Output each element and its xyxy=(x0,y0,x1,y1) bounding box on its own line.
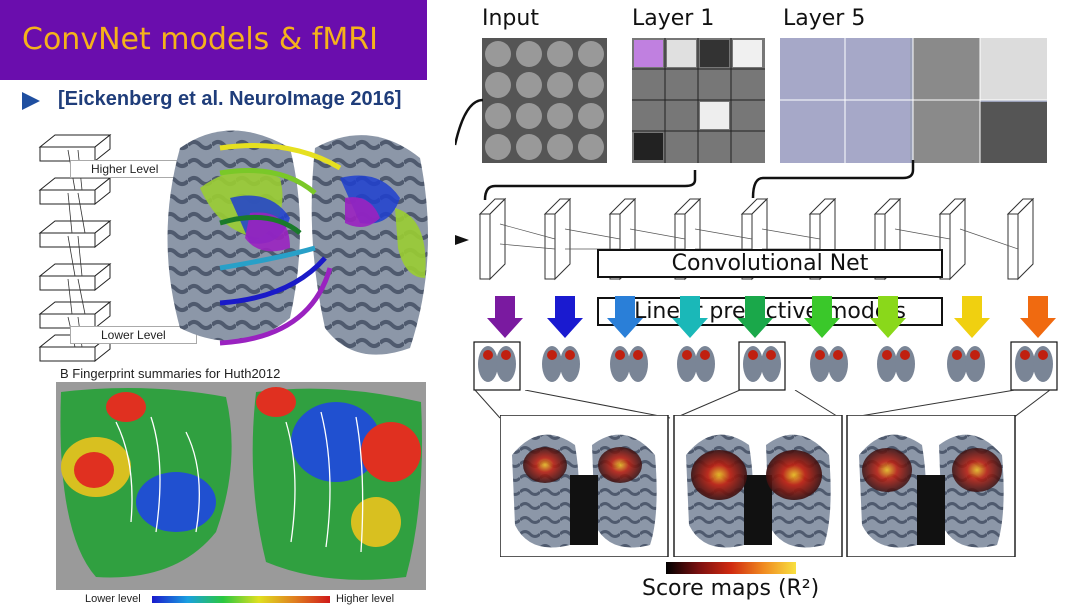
layer-arrow-icon xyxy=(1020,296,1056,338)
citation-text: [Eickenberg et al. NeuroImage 2016] xyxy=(58,88,402,110)
layer-arrow-icon xyxy=(547,296,583,338)
connector-lines xyxy=(455,98,915,245)
layer1-label: Layer 1 xyxy=(632,6,715,31)
layer-arrow-icon xyxy=(804,296,840,338)
input-label: Input xyxy=(482,6,539,31)
brain-thumbnail xyxy=(738,341,786,391)
brain-thumbnail xyxy=(877,346,915,382)
brain-thumbnail xyxy=(677,346,715,382)
layer-stack-diagram xyxy=(38,133,112,363)
convnet-label: Convolutional Net xyxy=(597,249,943,278)
layer5-label: Layer 5 xyxy=(783,6,866,31)
layer-arrow-icon xyxy=(954,296,990,338)
zoom-lines xyxy=(474,390,1051,419)
bullet-icon xyxy=(22,92,40,110)
colorbar-high-label: Higher level xyxy=(336,593,395,605)
title-banner xyxy=(0,0,427,80)
fingerprint-caption: B Fingerprint summaries for Huth2012 xyxy=(60,366,281,381)
brain-thumbnail xyxy=(473,341,521,391)
layer-arrow-icon xyxy=(607,296,643,338)
layer-arrow-icon xyxy=(870,296,906,338)
layer-arrow-icon xyxy=(672,296,708,338)
layer-arrow-icon xyxy=(737,296,773,338)
layer-arrow-icon xyxy=(487,296,523,338)
score-map-panels xyxy=(500,415,1016,557)
colorbar xyxy=(152,596,330,603)
convnet-diagram xyxy=(478,197,1035,281)
slide-title: ConvNet models & fMRI xyxy=(22,22,378,57)
layer1-filter-grid xyxy=(632,38,765,163)
brain-thumbnail xyxy=(610,346,648,382)
brain-thumbnail xyxy=(947,346,985,382)
brain-hemispheres-image xyxy=(167,130,428,355)
brain-thumbnail xyxy=(810,346,848,382)
brain-thumbnail-row xyxy=(473,341,1058,391)
colorbar-low-label: Lower level xyxy=(85,593,141,605)
layer5-feature-grid xyxy=(780,38,1047,163)
colored-arrows xyxy=(487,296,1056,338)
brain-thumbnail xyxy=(1010,341,1058,391)
score-colorbar xyxy=(666,562,796,574)
input-image-grid xyxy=(482,38,607,163)
brain-thumbnail xyxy=(542,346,580,382)
score-maps-label: Score maps (R²) xyxy=(642,576,820,601)
lower-level-label: Lower Level xyxy=(70,326,197,344)
fingerprint-flatmap xyxy=(56,382,426,590)
